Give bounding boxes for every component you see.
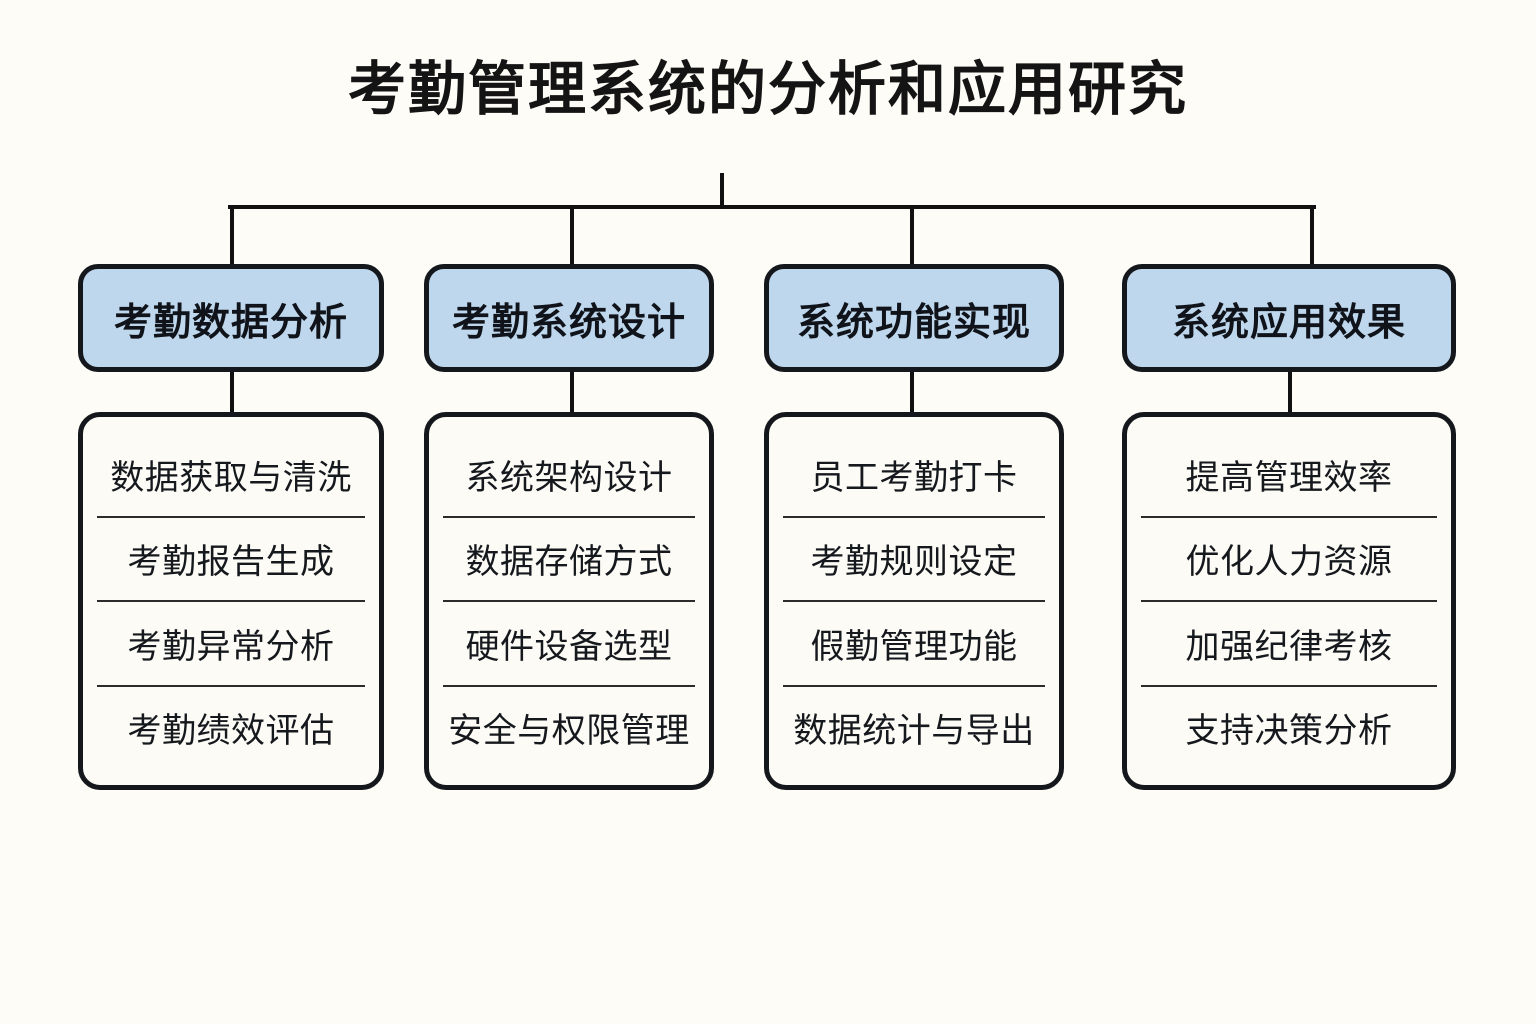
list-item[interactable]: 考勤规则设定 <box>783 518 1045 602</box>
branch-header-label-4: 系统应用效果 <box>1171 301 1406 344</box>
branch-card-2: 系统架构设计 数据存储方式 硬件设备选型 安全与权限管理 <box>424 412 714 790</box>
branch-card-3: 员工考勤打卡 考勤规则设定 假勤管理功能 数据统计与导出 <box>764 412 1064 790</box>
list-item[interactable]: 考勤异常分析 <box>97 602 365 687</box>
branch-header-4[interactable]: 系统应用效果 <box>1122 264 1456 372</box>
list-item[interactable]: 优化人力资源 <box>1141 518 1437 602</box>
branch-header-1[interactable]: 考勤数据分析 <box>78 264 384 372</box>
branch-card-1: 数据获取与清洗 考勤报告生成 考勤异常分析 考勤绩效评估 <box>78 412 384 790</box>
list-item[interactable]: 加强纪律考核 <box>1141 602 1437 687</box>
branch-header-label-2: 考勤系统设计 <box>451 301 686 344</box>
list-item[interactable]: 考勤报告生成 <box>97 518 365 602</box>
list-item[interactable]: 数据获取与清洗 <box>97 433 365 518</box>
page-title: 考勤管理系统的分析和应用研究 <box>347 57 1188 122</box>
list-item[interactable]: 数据统计与导出 <box>793 712 1035 751</box>
branch-header-3[interactable]: 系统功能实现 <box>764 264 1064 372</box>
branch-card-4: 提高管理效率 优化人力资源 加强纪律考核 支持决策分析 <box>1122 412 1456 790</box>
list-item[interactable]: 系统架构设计 <box>443 433 695 518</box>
branch-header-2[interactable]: 考勤系统设计 <box>424 264 714 372</box>
list-item[interactable]: 提高管理效率 <box>1141 433 1437 518</box>
branch-header-label-3: 系统功能实现 <box>796 301 1031 344</box>
list-item[interactable]: 考勤绩效评估 <box>127 712 335 751</box>
list-item[interactable]: 数据存储方式 <box>443 518 695 602</box>
list-item[interactable]: 安全与权限管理 <box>448 712 690 751</box>
branch-header-label-1: 考勤数据分析 <box>113 301 348 344</box>
list-item[interactable]: 硬件设备选型 <box>443 602 695 687</box>
list-item[interactable]: 员工考勤打卡 <box>783 433 1045 518</box>
list-item[interactable]: 假勤管理功能 <box>783 602 1045 687</box>
list-item[interactable]: 支持决策分析 <box>1185 712 1393 751</box>
